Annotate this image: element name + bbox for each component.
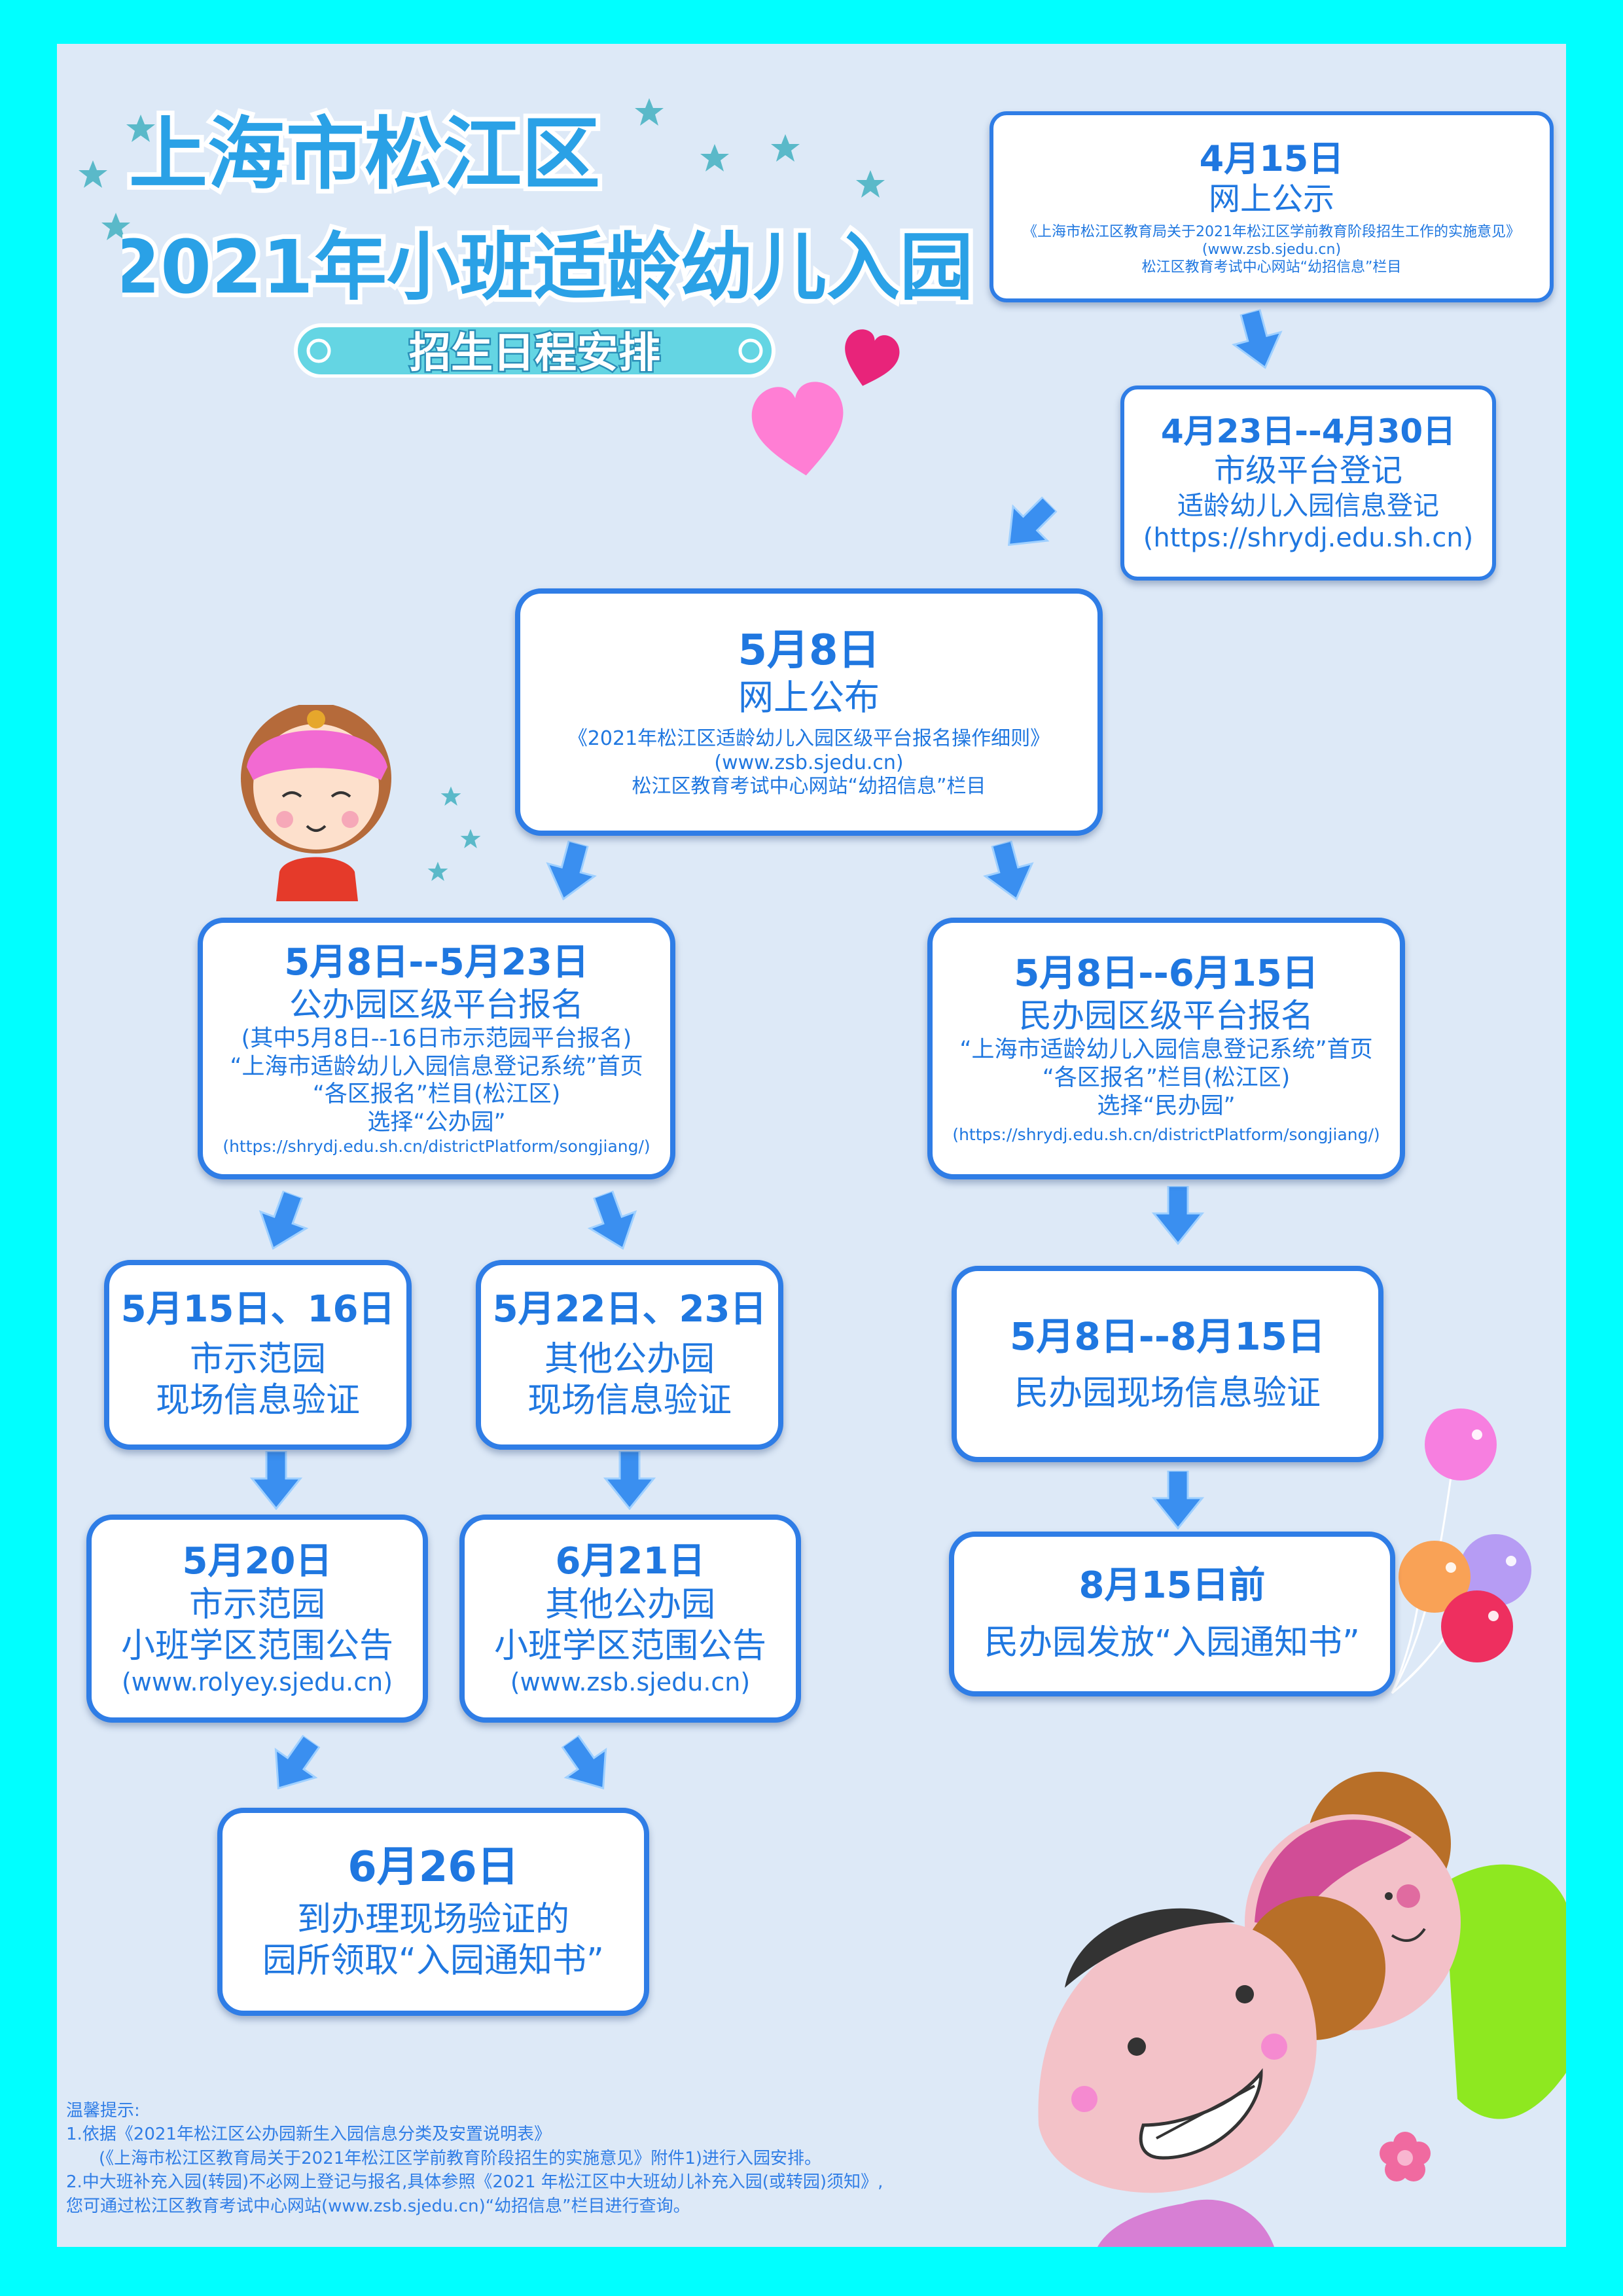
tips-line: 2.中大班补充入园(转园)不必网上登记与报名,具体参照《2021 年松江区中大班… bbox=[66, 2172, 883, 2193]
step-date: 6月26日 bbox=[348, 1842, 519, 1892]
step-detail: 松江区教育考试中心网站“幼招信息”栏目 bbox=[1141, 259, 1402, 276]
step-date: 5月8日 bbox=[738, 626, 880, 675]
step-detail: (www.zsb.sjedu.cn) bbox=[1202, 241, 1342, 258]
step-date: 6月21日 bbox=[555, 1540, 705, 1583]
tips-line: (《上海市松江区教育局关于2021年松江区学前教育阶段招生的实施意见》附件1)进… bbox=[99, 2148, 821, 2168]
step-date: 5月8日--6月15日 bbox=[1014, 952, 1319, 996]
step-detail: 选择“民办园” bbox=[1097, 1092, 1236, 1119]
step-model-district-announcement: 5月20日 市示范园 小班学区范围公告 (www.rolyey.sjedu.cn… bbox=[86, 1515, 428, 1723]
arrow-down-icon bbox=[1007, 495, 1058, 547]
step-detail: 市示范园 bbox=[189, 1339, 326, 1379]
arrow-down-icon bbox=[274, 1734, 321, 1790]
step-title: 网上公示 bbox=[1208, 181, 1334, 218]
heart-icon bbox=[845, 329, 900, 386]
step-detail: 现场信息验证 bbox=[155, 1381, 360, 1421]
step-title: 市级平台登记 bbox=[1213, 452, 1402, 490]
step-detail: 民办园发放“入园通知书” bbox=[984, 1623, 1360, 1663]
arrow-down-icon bbox=[560, 1734, 607, 1790]
poster: 上海市松江区 2021年小班适龄幼儿入园 招生日程安排 bbox=[57, 44, 1566, 2247]
tips-line: 您可通过松江区教育考试中心网站(www.zsb.sjedu.cn)“幼招信息”栏… bbox=[66, 2196, 690, 2216]
arrow-down-icon bbox=[587, 1189, 637, 1250]
step-date: 5月22日、23日 bbox=[492, 1288, 767, 1331]
step-date: 5月8日--8月15日 bbox=[1010, 1314, 1325, 1359]
step-other-public-verification: 5月22日、23日 其他公办园 现场信息验证 bbox=[476, 1260, 783, 1450]
step-title: 公办园区级平台报名 bbox=[289, 986, 584, 1024]
step-model-kindergarten-verification: 5月15日、16日 市示范园 现场信息验证 bbox=[104, 1260, 412, 1450]
step-online-publish: 5月8日 网上公布 《2021年松江区适龄幼儿入园区级平台报名操作细则》 (ww… bbox=[515, 588, 1103, 836]
title-line1: 上海市松江区 bbox=[129, 109, 600, 200]
step-city-registration: 4月23日--4月30日 市级平台登记 适龄幼儿入园信息登记 (https://… bbox=[1120, 386, 1496, 581]
arrow-down-icon bbox=[249, 1451, 303, 1510]
step-detail: 其他公办园 bbox=[544, 1339, 715, 1379]
step-detail: (https://shrydj.edu.sh.cn/districtPlatfo… bbox=[952, 1125, 1380, 1145]
step-date: 4月23日--4月30日 bbox=[1160, 412, 1456, 451]
step-detail: 园所领取“入园通知书” bbox=[262, 1941, 604, 1981]
step-detail: (其中5月8日--16日市示范园平台报名) bbox=[241, 1026, 632, 1052]
step-private-admission-notice: 8月15日前 民办园发放“入园通知书” bbox=[949, 1532, 1395, 1696]
arrow-down-icon bbox=[1151, 1471, 1205, 1530]
step-date: 4月15日 bbox=[1199, 137, 1344, 179]
girl-illustration bbox=[241, 705, 391, 901]
step-online-notice: 4月15日 网上公示 《上海市松江区教育局关于2021年松江区学前教育阶段招生工… bbox=[990, 111, 1554, 302]
step-detail: 到办理现场验证的 bbox=[296, 1899, 569, 1939]
step-detail: (www.rolyey.sjedu.cn) bbox=[121, 1668, 393, 1697]
tips-heading: 温馨提示: bbox=[66, 2101, 140, 2121]
step-other-district-announcement: 6月21日 其他公办园 小班学区范围公告 (www.zsb.sjedu.cn) bbox=[459, 1515, 801, 1723]
arrow-down-icon bbox=[546, 839, 597, 901]
step-detail: “各区报名”栏目(松江区) bbox=[1042, 1065, 1291, 1092]
arrow-down-icon bbox=[1151, 1186, 1205, 1245]
subtitle-banner: 招生日程安排 bbox=[294, 323, 776, 378]
step-detail: (www.zsb.sjedu.cn) bbox=[714, 751, 904, 774]
tips-line: 1.依据《2021年松江区公办园新生入园信息分类及安置说明表》 bbox=[66, 2125, 551, 2145]
step-detail: 小班学区范围公告 bbox=[120, 1626, 393, 1666]
step-detail: 现场信息验证 bbox=[527, 1381, 732, 1421]
step-detail: 市示范园 bbox=[188, 1585, 325, 1624]
step-detail: “上海市适龄幼儿入园信息登记系统”首页 bbox=[959, 1037, 1373, 1064]
tips-section: 温馨提示: 1.依据《2021年松江区公办园新生入园信息分类及安置说明表》 (《… bbox=[66, 2099, 1113, 2218]
step-private-verification: 5月8日--8月15日 民办园现场信息验证 bbox=[952, 1266, 1383, 1462]
balloon-icon bbox=[1391, 1408, 1531, 1695]
step-detail: 《2021年松江区适龄幼儿入园区级平台报名操作细则》 bbox=[567, 727, 1050, 751]
step-detail: 民办园现场信息验证 bbox=[1014, 1373, 1321, 1413]
title-line2: 2021年小班适龄幼儿入园 bbox=[122, 225, 973, 310]
arrow-down-icon bbox=[259, 1189, 309, 1250]
step-detail: 适龄幼儿入园信息登记 bbox=[1177, 490, 1439, 521]
arrow-down-icon bbox=[603, 1451, 656, 1510]
step-date: 5月8日--5月23日 bbox=[284, 941, 589, 984]
step-title: 民办园区级平台报名 bbox=[1019, 997, 1313, 1035]
step-date: 8月15日前 bbox=[1079, 1564, 1266, 1607]
step-detail: 选择“公办园” bbox=[367, 1109, 506, 1136]
step-detail: 小班学区范围公告 bbox=[493, 1626, 766, 1666]
step-detail: 松江区教育考试中心网站“幼招信息”栏目 bbox=[632, 775, 986, 798]
step-detail: (https://shrydj.edu.sh.cn/districtPlatfo… bbox=[223, 1136, 651, 1156]
step-public-kindergarten-registration: 5月8日--5月23日 公办园区级平台报名 (其中5月8日--16日市示范园平台… bbox=[198, 918, 675, 1179]
step-date: 5月20日 bbox=[182, 1540, 332, 1583]
step-detail: (https://shrydj.edu.sh.cn) bbox=[1143, 522, 1474, 553]
step-detail: “上海市适龄幼儿入园信息登记系统”首页 bbox=[230, 1053, 643, 1080]
arrow-down-icon bbox=[983, 839, 1034, 901]
step-detail: 《上海市松江区教育局关于2021年松江区学前教育阶段招生工作的实施意见》 bbox=[1023, 223, 1520, 240]
subtitle: 招生日程安排 bbox=[409, 329, 660, 378]
step-detail: “各区报名”栏目(松江区) bbox=[312, 1081, 561, 1108]
step-date: 5月15日、16日 bbox=[120, 1288, 395, 1331]
step-private-kindergarten-registration: 5月8日--6月15日 民办园区级平台报名 “上海市适龄幼儿入园信息登记系统”首… bbox=[927, 918, 1405, 1179]
step-title: 网上公布 bbox=[738, 677, 880, 719]
children-illustration bbox=[1038, 1772, 1566, 2247]
step-detail: 其他公办园 bbox=[544, 1585, 715, 1624]
step-collect-admission-notice: 6月26日 到办理现场验证的 园所领取“入园通知书” bbox=[217, 1808, 649, 2016]
title-block: 上海市松江区 2021年小班适龄幼儿入园 招生日程安排 bbox=[122, 105, 978, 378]
step-detail: (www.zsb.sjedu.cn) bbox=[510, 1668, 751, 1697]
arrow-down-icon bbox=[1232, 308, 1283, 369]
heart-icon bbox=[751, 382, 844, 476]
